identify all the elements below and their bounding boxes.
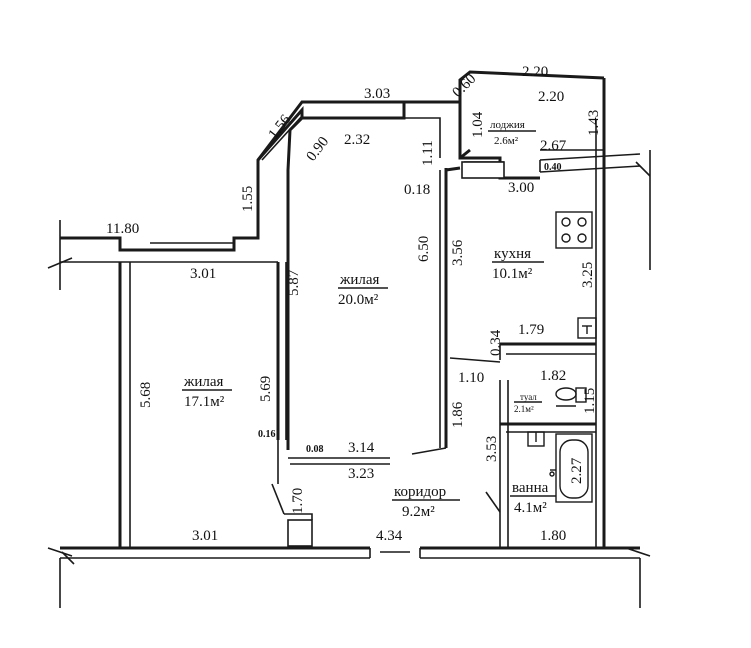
dim-0-08: 0.08 — [306, 444, 324, 455]
interior-walls — [256, 102, 641, 558]
dim-0-60: 0.60 — [450, 71, 480, 101]
kitchen-sink-icon — [577, 317, 597, 339]
dim-1-10: 1.10 — [458, 370, 484, 386]
dim-1-04: 1.04 — [470, 111, 486, 138]
dim-2-20-top: 2.20 — [522, 64, 548, 80]
dim-3-23: 3.23 — [348, 466, 374, 482]
room-name-loggia: лоджия — [490, 119, 525, 131]
dim-3-01-top: 3.01 — [190, 266, 216, 282]
dim-0-16: 0.16 — [258, 429, 276, 440]
room-area-loggia: 2.6м² — [494, 135, 519, 147]
dim-5-68: 5.68 — [138, 382, 154, 408]
dim-3-56: 3.56 — [450, 239, 466, 266]
room-area-living2: 20.0м² — [338, 292, 379, 308]
dim-1-80: 1.80 — [540, 528, 566, 544]
dim-3-25: 3.25 — [580, 262, 596, 288]
dim-1-43: 1.43 — [586, 110, 602, 136]
dim-3-53: 3.53 — [484, 436, 500, 462]
dim-3-01-bot: 3.01 — [192, 528, 218, 544]
dim-5-69: 5.69 — [258, 376, 274, 402]
room-area-kitchen: 10.1м² — [492, 266, 533, 282]
room-area-living1: 17.1м² — [184, 394, 225, 410]
room-name-corridor: коридор — [394, 484, 446, 500]
bathtub-icon — [549, 433, 593, 503]
room-area-corridor: 9.2м² — [402, 504, 435, 520]
dim-0-18: 0.18 — [404, 182, 430, 198]
dim-2-32: 2.32 — [344, 132, 370, 148]
room-name-bath: ванна — [512, 480, 549, 496]
dim-1-11: 1.11 — [420, 140, 436, 166]
fixtures — [527, 211, 597, 503]
dim-1-86: 1.86 — [450, 401, 466, 428]
dim-1-82: 1.82 — [540, 368, 566, 384]
room-labels: жилая 17.1м² жилая 20.0м² кухня 10.1м² л… — [182, 119, 556, 520]
room-area-toilet: 2.1м² — [514, 404, 534, 414]
dim-1-70: 1.70 — [290, 488, 306, 514]
dim-2-27: 2.27 — [569, 457, 585, 484]
dim-0-40: 0.40 — [544, 162, 562, 173]
room-name-toilet: туал — [520, 392, 537, 402]
dim-11-80: 11.80 — [106, 221, 139, 237]
toilet-icon — [555, 387, 587, 407]
dim-3-03: 3.03 — [364, 86, 390, 102]
dim-2-20-in: 2.20 — [538, 89, 564, 105]
dim-6-50: 6.50 — [416, 236, 432, 262]
dim-3-00: 3.00 — [508, 180, 534, 196]
dim-4-34: 4.34 — [376, 528, 403, 544]
dim-0-34: 0.34 — [488, 329, 504, 356]
stove-icon — [555, 211, 593, 249]
room-name-living2: жилая — [339, 272, 380, 288]
dim-2-67: 2.67 — [540, 138, 567, 154]
dim-1-79: 1.79 — [518, 322, 544, 338]
room-area-bath: 4.1м² — [514, 500, 547, 516]
dim-3-14: 3.14 — [348, 440, 375, 456]
dim-1-15: 1.15 — [582, 388, 598, 414]
dim-0-90: 0.90 — [304, 134, 333, 165]
dim-5-87: 5.87 — [286, 269, 302, 296]
dim-1-55: 1.55 — [240, 186, 256, 212]
dimension-labels: 11.80 1.55 1.56 3.03 0.60 2.20 2.20 1.43… — [106, 64, 602, 544]
room-name-kitchen: кухня — [494, 246, 531, 262]
room-name-living1: жилая — [183, 374, 224, 390]
